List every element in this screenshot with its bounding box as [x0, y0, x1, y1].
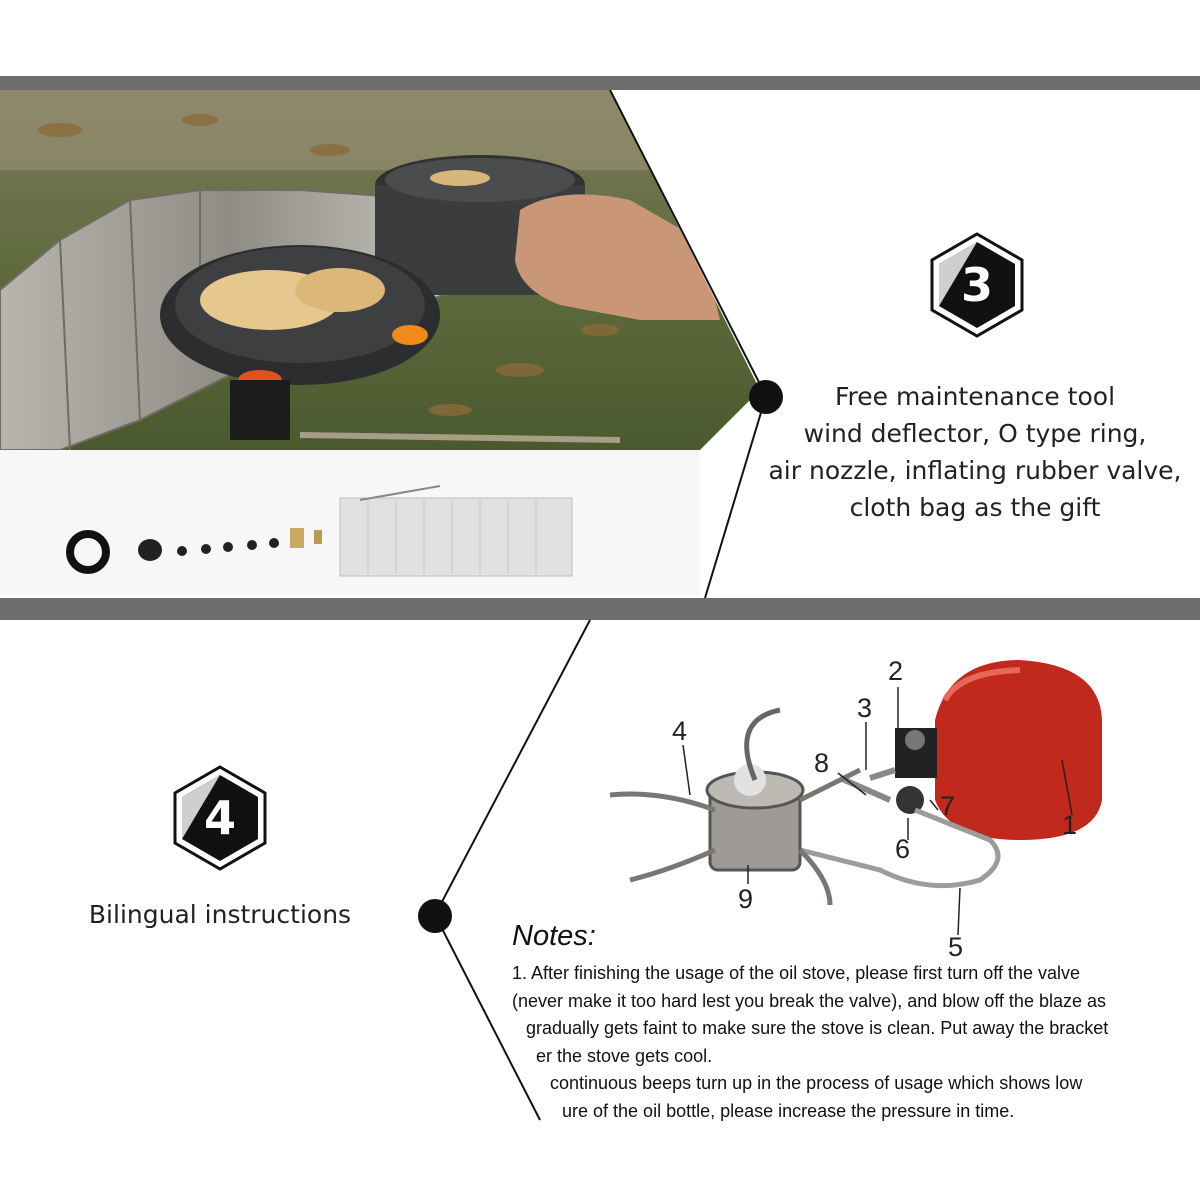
stove-burner — [609, 707, 862, 906]
part-label: 4 — [672, 716, 687, 746]
notes-line: ure of the oil bottle, please increase t… — [562, 1100, 1015, 1121]
caption-line: wind deflector, O type ring, — [803, 419, 1147, 448]
wind-deflector-icon — [339, 485, 573, 577]
accessories-row — [0, 450, 700, 595]
step-3-badge: 3 — [930, 232, 1024, 338]
caption-line: cloth bag as the gift — [849, 493, 1101, 522]
caption-line: Bilingual instructions — [88, 900, 352, 929]
notes-line: 1. After finishing the usage of the oil … — [512, 963, 1081, 983]
part-label: 9 — [738, 884, 753, 914]
step-4-badge: 4 — [173, 765, 267, 871]
notes-line: er the stove gets cool. — [536, 1045, 713, 1066]
cookware-photo — [0, 90, 760, 595]
part-label: 6 — [895, 834, 910, 864]
bullet-dot — [418, 899, 452, 933]
part-label: 8 — [814, 748, 829, 778]
part-label: 5 — [948, 932, 963, 962]
middle-divider-band — [0, 598, 1200, 620]
rubber-valve-icon — [138, 539, 162, 561]
notes-title: Notes: — [512, 920, 596, 952]
feature-3-caption: Free maintenance tool wind deflector, O … — [760, 378, 1190, 526]
hexagon-icon — [930, 232, 1024, 338]
hexagon-icon — [173, 765, 267, 871]
part-label: 7 — [940, 791, 955, 821]
caption-line: Free maintenance tool — [834, 382, 1116, 411]
photo-scene — [0, 90, 760, 450]
air-nozzle-icon — [290, 528, 304, 548]
fuel-bottle — [895, 660, 1102, 840]
part-label: 1 — [1062, 810, 1077, 840]
step-number: 4 — [203, 791, 236, 845]
feature-4-caption: Bilingual instructions — [60, 896, 380, 933]
o-ring-icon — [66, 530, 110, 574]
notes-line: gradually gets faint to make sure the st… — [526, 1018, 1109, 1038]
part-label: 3 — [857, 693, 872, 723]
step-number: 3 — [960, 258, 993, 312]
bullet-dot — [749, 380, 783, 414]
part-label: 2 — [888, 656, 903, 686]
top-divider-band — [0, 76, 1200, 90]
notes-line: (never make it too hard lest you break t… — [512, 990, 1106, 1011]
notes-line: continuous beeps turn up in the process … — [550, 1073, 1083, 1093]
caption-line: air nozzle, inflating rubber valve, — [768, 456, 1182, 485]
notes-body: 1. After finishing the usage of the oil … — [512, 960, 1200, 1125]
